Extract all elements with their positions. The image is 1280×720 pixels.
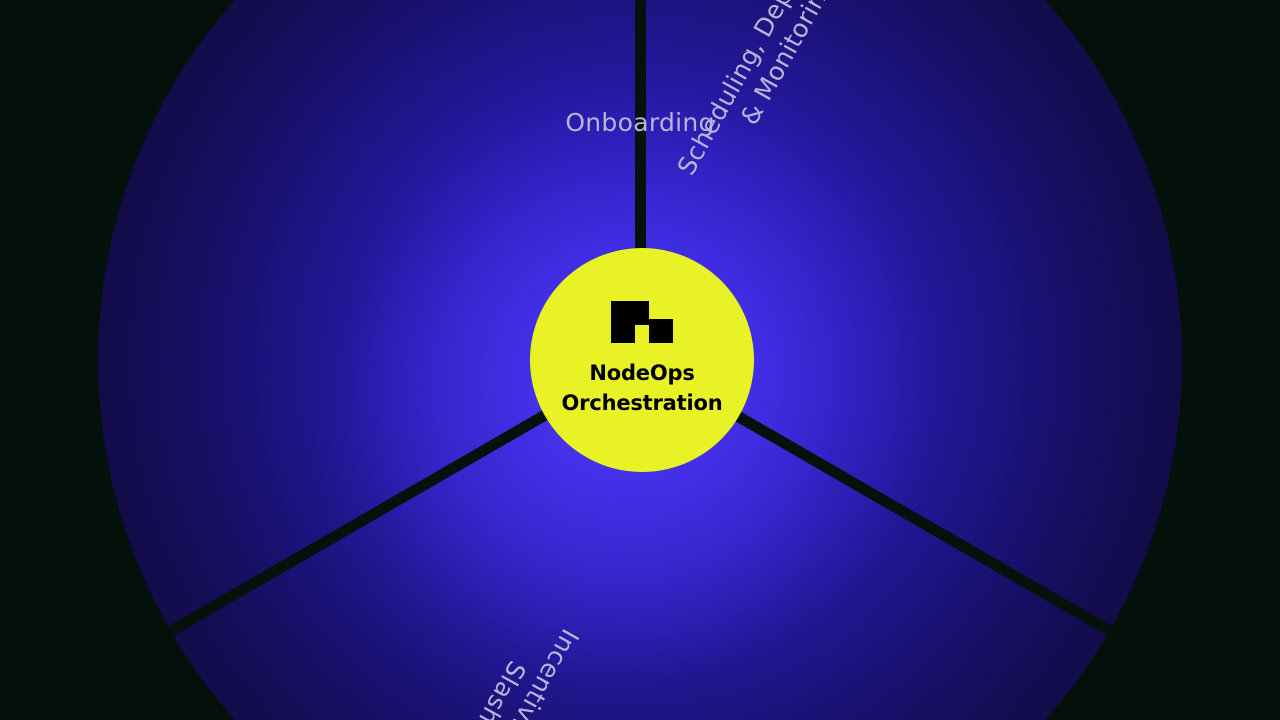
center-hub-title: NodeOps Orchestration [561,361,723,415]
center-hub[interactable]: NodeOps Orchestration [530,248,754,472]
nodeops-blocks-logo-icon [611,301,673,347]
wedge-label-onboarding: Onboarding [565,108,715,137]
